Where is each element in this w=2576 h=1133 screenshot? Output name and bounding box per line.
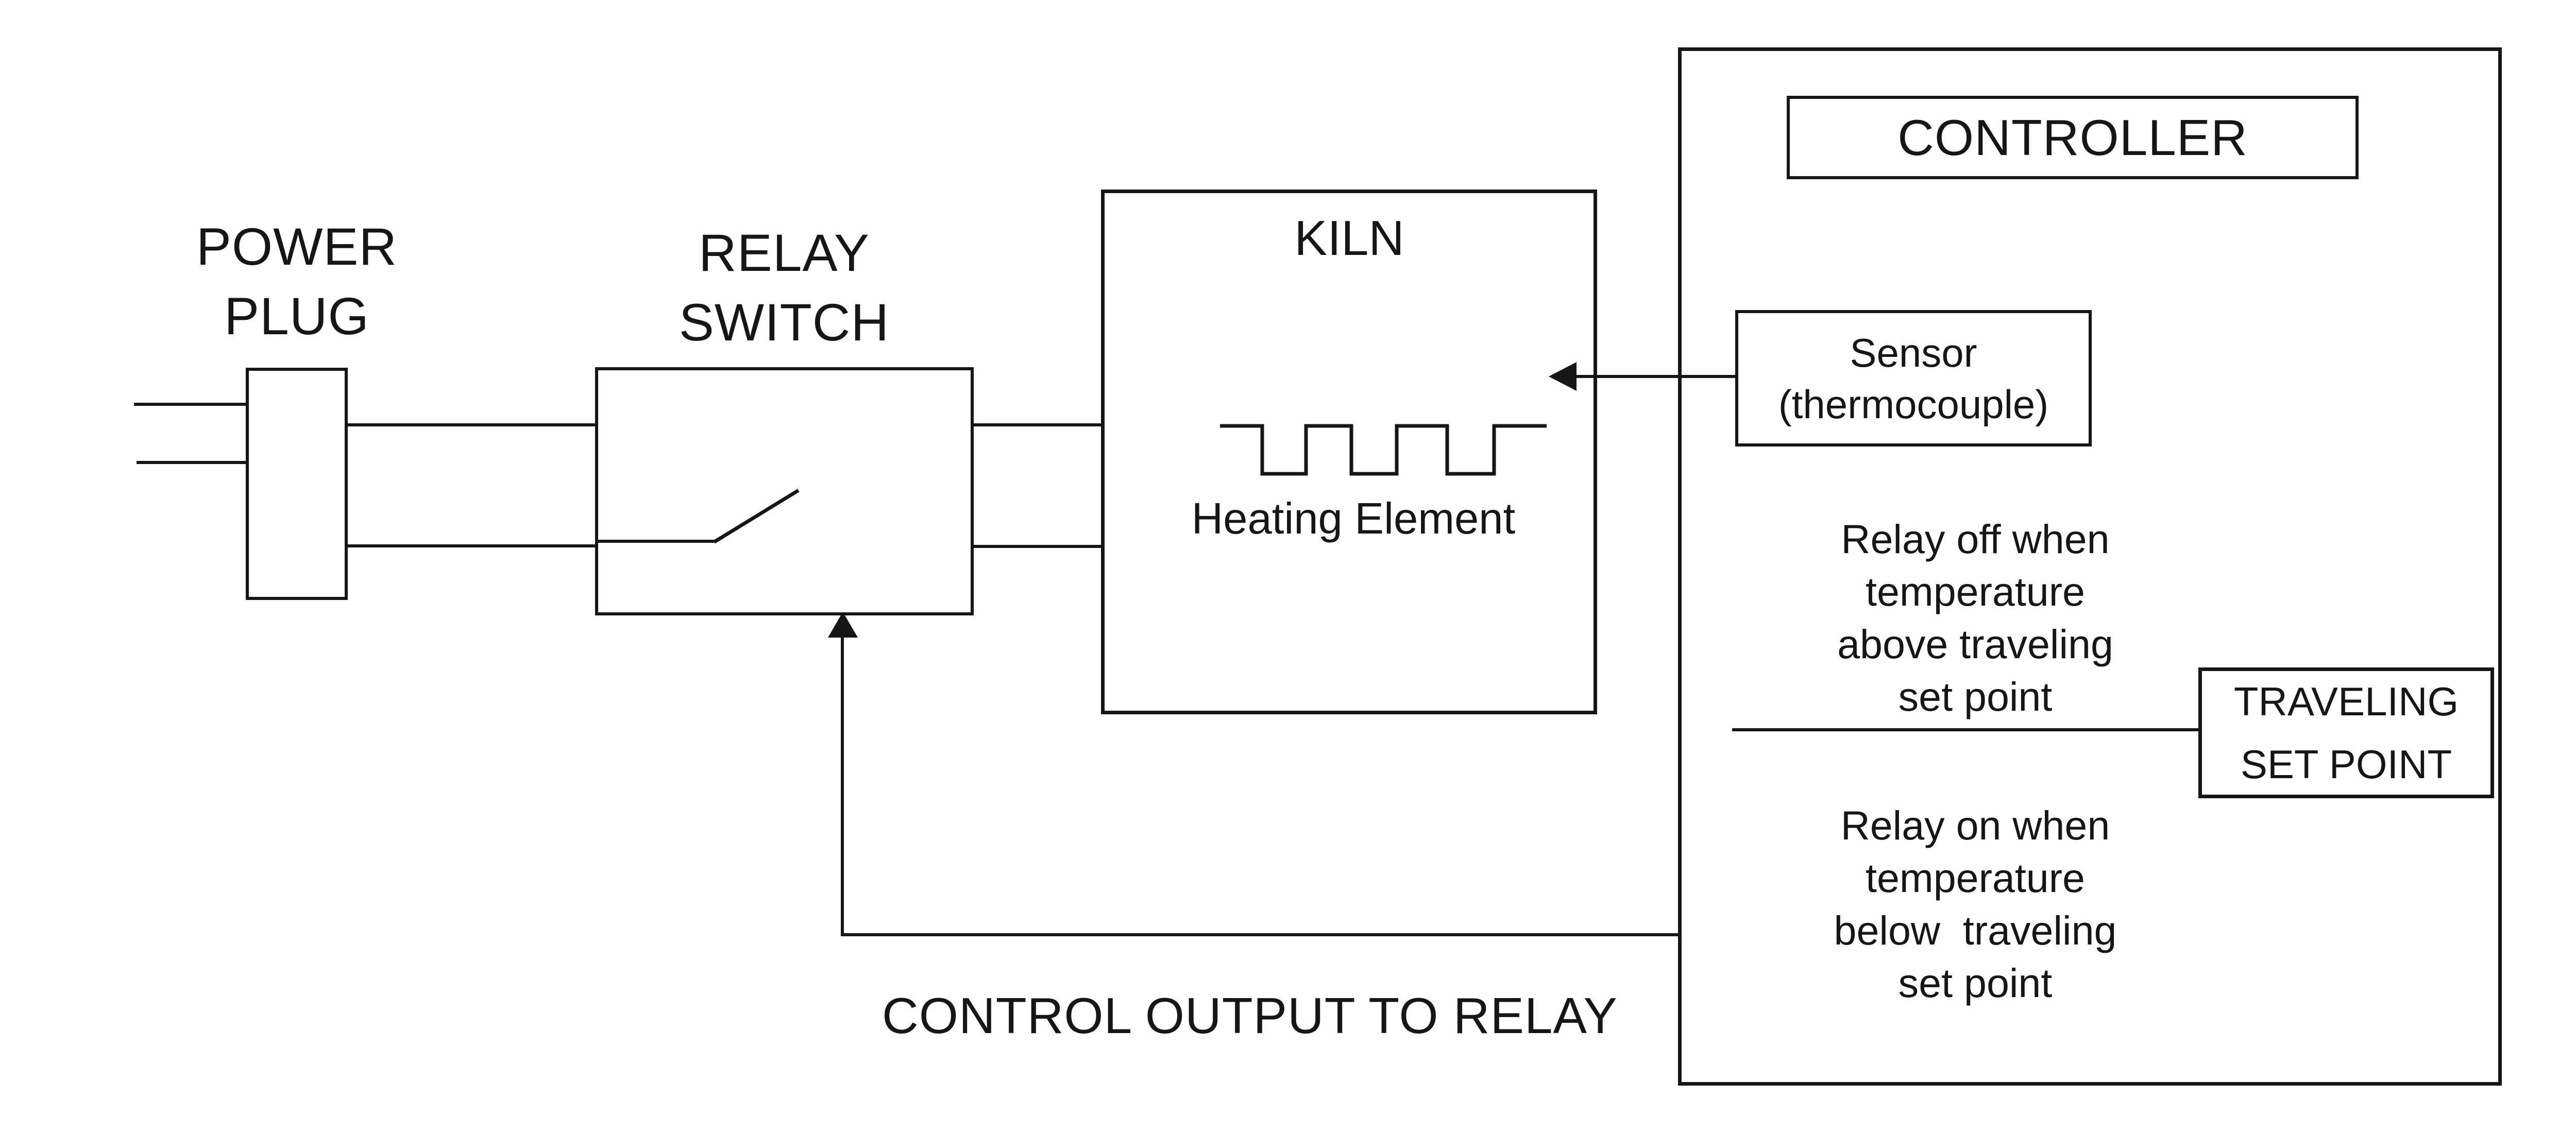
control-line-horizontal: [841, 933, 1678, 936]
wire-relay-to-kiln-bottom: [974, 545, 1101, 548]
relay-switch-label-line2: SWITCH: [679, 293, 890, 352]
relay-on-note-line4: set point: [1898, 960, 2053, 1006]
relay-on-note-line2: temperature: [1866, 855, 2085, 901]
traveling-set-point-line2: SET POINT: [2240, 742, 2452, 787]
sensor-box: Sensor (thermocouple): [1735, 310, 2092, 447]
control-line-vertical: [841, 636, 844, 936]
setpoint-divider-line: [1732, 728, 2198, 731]
relay-switch-label-line1: RELAY: [699, 224, 870, 282]
control-output-label: CONTROL OUTPUT TO RELAY: [882, 985, 1618, 1046]
relay-on-note: Relay on when temperature below travelin…: [1769, 799, 2181, 1009]
sensor-label-line2: (thermocouple): [1778, 381, 2049, 427]
power-plug-label-line2: PLUG: [224, 287, 369, 346]
relay-on-note-line3: below traveling: [1834, 907, 2117, 953]
controller-title: CONTROLLER: [1897, 109, 2248, 166]
plug-prong-top-wire: [134, 403, 246, 406]
relay-switch-box: [595, 367, 974, 615]
kiln-label: KILN: [1195, 210, 1504, 267]
wire-plug-to-relay-bottom: [348, 544, 595, 547]
traveling-set-point-box: TRAVELING SET POINT: [2198, 667, 2494, 798]
heating-element-label: Heating Element: [1122, 493, 1585, 545]
switch-contact-line: [595, 540, 714, 543]
relay-off-note-line3: above traveling: [1837, 621, 2113, 667]
control-output-label-text: CONTROL OUTPUT TO RELAY: [882, 987, 1618, 1044]
relay-switch-label: RELAY SWITCH: [630, 218, 939, 357]
heating-element-label-text: Heating Element: [1191, 494, 1516, 543]
relay-off-note-line4: set point: [1898, 674, 2053, 719]
kiln-box: [1101, 190, 1597, 714]
sensor-label-line1: Sensor: [1850, 330, 1977, 375]
controller-box: [1678, 47, 2502, 1086]
relay-off-note: Relay off when temperature above traveli…: [1769, 513, 2181, 723]
kiln-label-text: KILN: [1294, 211, 1404, 266]
traveling-set-point-line1: TRAVELING: [2233, 679, 2459, 724]
relay-off-note-line2: temperature: [1866, 569, 2085, 614]
relay-off-note-line1: Relay off when: [1841, 516, 2110, 562]
power-plug-box: [246, 368, 348, 600]
controller-title-box: CONTROLLER: [1787, 96, 2359, 179]
heating-element-square-wave-icon: [1220, 424, 1547, 476]
wire-relay-to-kiln-top: [974, 423, 1101, 426]
power-plug-label: POWER PLUG: [142, 212, 451, 351]
sensor-arrowhead-icon: [1549, 362, 1577, 391]
plug-prong-bottom-wire: [137, 461, 246, 464]
control-arrowhead-icon: [828, 612, 858, 638]
power-plug-label-line1: POWER: [196, 217, 398, 276]
relay-on-note-line1: Relay on when: [1840, 802, 2110, 848]
sensor-arrow-line: [1572, 375, 1735, 378]
wire-plug-to-relay-top: [348, 423, 595, 426]
